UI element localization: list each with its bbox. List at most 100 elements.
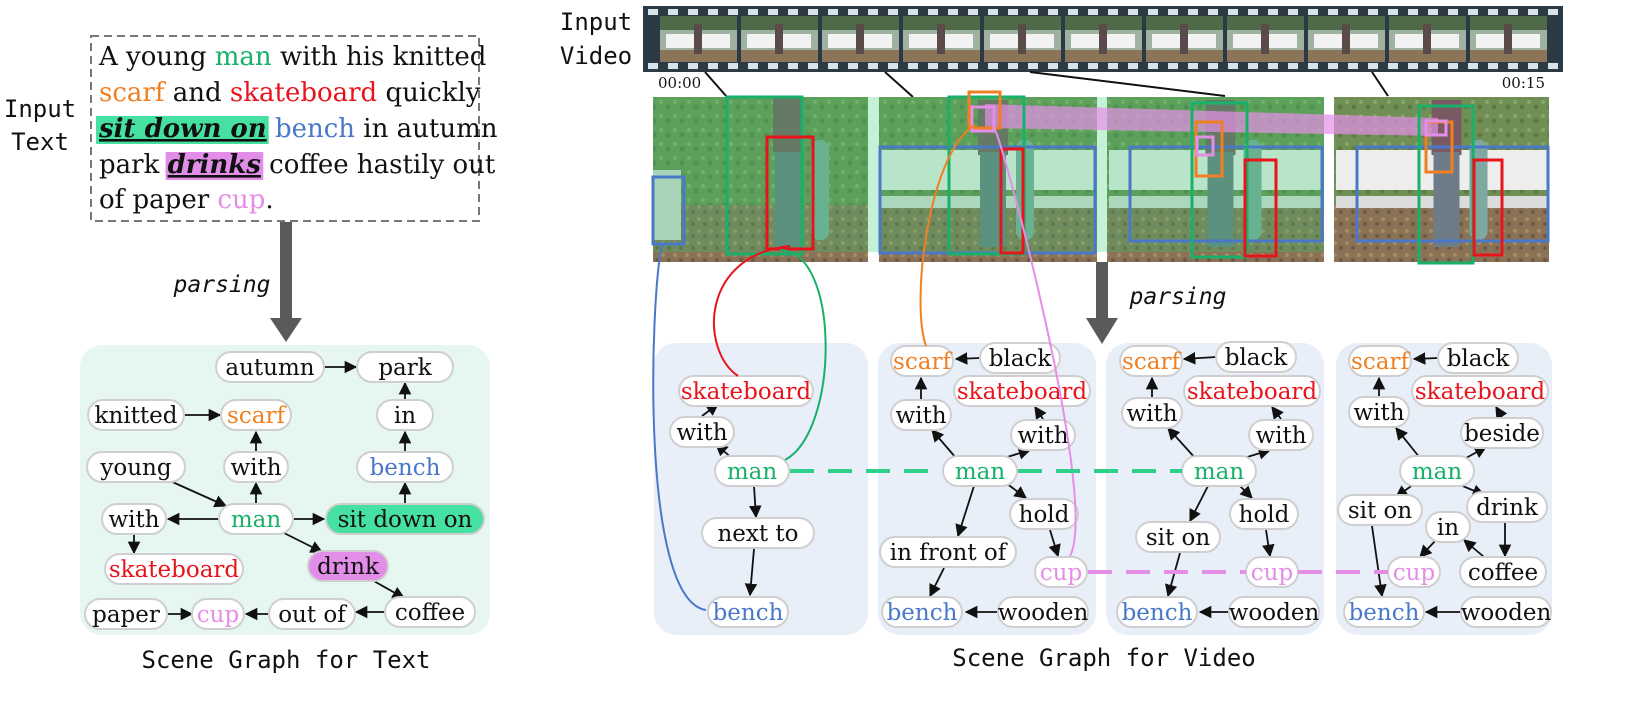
film-perforation <box>1448 9 1458 15</box>
bounding-box <box>967 90 1002 130</box>
input-text-label: Input Text <box>4 95 76 156</box>
keyframe-person-torso <box>773 97 803 152</box>
video-graph4-node-skateboard: skateboard <box>1411 375 1549 407</box>
text-node-bench: bench <box>356 451 454 483</box>
graph-edge <box>1412 352 1439 365</box>
film-perforation <box>988 63 998 69</box>
frame-trees <box>1470 16 1547 30</box>
video-graph3-node-cup: cup <box>1245 556 1299 588</box>
film-perforation <box>1548 9 1558 15</box>
node-pill <box>101 503 167 535</box>
film-frame <box>1146 16 1223 62</box>
bounding-box <box>765 135 815 251</box>
input-text-span: quickly <box>377 78 489 108</box>
video-graph4-node-siton: sit on <box>1337 494 1423 526</box>
graph-edge <box>748 485 762 519</box>
graph-edge <box>1189 485 1209 523</box>
frame-person <box>1018 24 1026 54</box>
frame-ground <box>903 50 980 62</box>
input-text-span: bench <box>267 114 356 144</box>
node-pill <box>1116 596 1198 628</box>
graph-edge <box>371 579 406 599</box>
node-pill <box>1135 521 1221 553</box>
input-text-span: scarf <box>99 78 167 108</box>
film-frame <box>1470 16 1547 62</box>
frame-trees <box>1146 16 1223 30</box>
node-pill <box>1248 419 1314 451</box>
film-perforation <box>848 63 858 69</box>
node-pill <box>1121 397 1183 429</box>
film-perforation <box>788 9 798 15</box>
film-perforation <box>1088 63 1098 69</box>
film-perforation <box>868 9 878 15</box>
frame-connector <box>884 71 914 98</box>
film-perforation <box>1068 9 1078 15</box>
parsing-arrow-right <box>1096 262 1108 322</box>
film-perforation <box>1428 9 1438 15</box>
video-graph3-node-with1: with <box>1121 397 1183 429</box>
node-label: in <box>394 403 416 429</box>
input-text-line: A young man with his knitted <box>98 42 495 72</box>
node-pill <box>1459 556 1547 588</box>
text-node-man: man <box>218 503 294 535</box>
node-pill <box>384 596 476 628</box>
input-text-line: scarf and skateboard quickly <box>99 78 489 108</box>
film-perforation <box>708 9 718 15</box>
node-label: coffee <box>395 600 465 626</box>
node-label: bench <box>1349 600 1420 626</box>
film-perforation <box>1248 63 1258 69</box>
node-pill <box>707 596 789 628</box>
film-perforation <box>1128 9 1138 15</box>
graph-edge <box>1005 482 1028 499</box>
graph-edge <box>955 485 975 538</box>
time-start: 00:00 <box>658 74 701 92</box>
film-perforation <box>928 9 938 15</box>
graph-edge <box>929 567 945 598</box>
film-perforation <box>1528 9 1538 15</box>
film-perforation <box>1488 63 1498 69</box>
link-scarf <box>919 124 976 347</box>
text-graph-background <box>80 345 490 635</box>
input-text-line: of paper cup. <box>99 185 274 215</box>
node-label: wooden <box>1229 600 1320 626</box>
video-graph2-node-with2: with <box>1010 419 1076 451</box>
frame-trees <box>1227 16 1304 30</box>
video-graph3-node-skateboard: skateboard <box>1183 375 1321 407</box>
node-label: with <box>1017 423 1068 449</box>
graph-edge <box>1034 405 1047 420</box>
film-perforation <box>988 9 998 15</box>
input-text-span: cup <box>217 185 265 215</box>
text-node-park: park <box>356 351 454 383</box>
node-pill <box>997 596 1089 628</box>
frame-person <box>1504 24 1512 54</box>
film-perforation <box>1248 9 1258 15</box>
input-text-line: sit down on bench in autumn <box>98 114 506 144</box>
frame-person <box>1180 24 1188 54</box>
video-graph2-node-with1: with <box>890 399 952 431</box>
film-perforation <box>1268 63 1278 69</box>
video-graph-caption: Scene Graph for Video <box>952 644 1255 672</box>
keyframe-1 <box>653 97 868 262</box>
film-perforation <box>1508 9 1518 15</box>
film-perforation <box>848 9 858 15</box>
video-graph2-node-cup: cup <box>1034 556 1088 588</box>
video-graph4-node-coffee: coffee <box>1459 556 1547 588</box>
input-text-span: coffee hastily out <box>261 150 504 180</box>
film-perforation <box>1168 9 1178 15</box>
video-graph3-node-scarf: scarf <box>1119 345 1183 377</box>
node-pill <box>1411 375 1549 407</box>
film-perforation <box>888 9 898 15</box>
video-graph1-node-nextto: next to <box>701 517 815 549</box>
video-graph4-node-wooden: wooden <box>1460 596 1552 628</box>
film-frame <box>1227 16 1304 62</box>
graph-edge <box>1182 352 1217 365</box>
graph-edge <box>931 429 957 459</box>
input-text-line: park drinks coffee hastily out <box>99 150 504 180</box>
video-graph1-node-bench: bench <box>707 596 789 628</box>
film-frame <box>903 16 980 62</box>
node-pill <box>87 399 185 431</box>
film-perforation <box>1548 63 1558 69</box>
node-label: with <box>1126 401 1177 427</box>
input-video-label-line2: Video <box>560 42 632 70</box>
film-perforation <box>648 9 658 15</box>
